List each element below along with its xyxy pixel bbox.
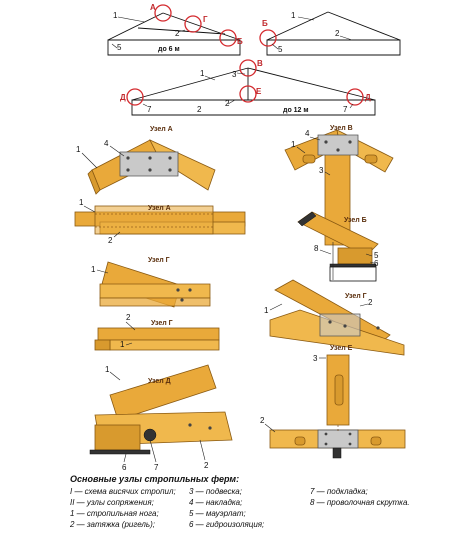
scheme-3-label-7-left: 7 (147, 105, 152, 114)
node-e-label-3: 3 (313, 354, 318, 363)
scheme-3-label-d-right: Д (365, 93, 371, 102)
scheme-1-node-g (184, 15, 202, 33)
node-d-label-6: 6 (122, 463, 127, 472)
node-g-flat: 2 1 Узел Г (94, 313, 220, 351)
scheme-3-label-v: В (257, 59, 263, 68)
legend: Основные узлы стропильных ферм: I — схем… (69, 474, 410, 529)
scheme-1-node-a (154, 4, 172, 22)
node-d-label-2: 2 (204, 461, 209, 470)
node-a-title: Узел А (150, 126, 173, 133)
scheme-2-label-2: 2 (335, 29, 340, 38)
scheme-1: 1 2 5 А Г Б до 6 м (107, 3, 243, 56)
scheme-3-rafter-left (131, 67, 249, 101)
scheme-3: 1 2 3 7 2 В Е Д Д 7 до 12 м (120, 59, 376, 116)
legend-col2-item-1: 3 — подвеска; (189, 487, 242, 496)
node-e-label-2: 2 (260, 416, 265, 425)
scheme-3-label-e: Е (256, 87, 262, 96)
scheme-1-rafter-left (107, 12, 164, 41)
node-v-overlay-plate (317, 134, 359, 156)
legend-col3-item-1: 7 — подкладка; (310, 487, 368, 496)
node-d-title: Узел Д (148, 378, 171, 385)
scheme-3-node-d-right (346, 88, 364, 106)
legend-col3-item-2: 8 — проволочная скрутка. (310, 498, 410, 507)
scheme-2-wall (266, 39, 401, 56)
node-a-flat: 1 2 Узел А (74, 198, 246, 245)
scheme-2-rafter-left (266, 11, 329, 41)
scheme-3-label-3: 3 (232, 70, 237, 79)
scheme-1-label-b: Б (237, 37, 243, 46)
scheme-1-node-b (219, 29, 237, 47)
scheme-2-label-5: 5 (278, 45, 283, 54)
node-g-right-label-2: 2 (368, 298, 373, 307)
scheme-3-node-v (239, 59, 257, 77)
scheme-3-span: до 12 м (283, 107, 309, 114)
scheme-1-label-a: А (150, 3, 156, 12)
node-v-label-3: 3 (319, 166, 324, 175)
node-a-label-4: 4 (104, 139, 109, 148)
scheme-1-span: до 6 м (158, 46, 180, 53)
node-g-right-title: Узел Г (345, 293, 367, 300)
scheme-2: 1 2 5 Б (259, 11, 401, 56)
scheme-1-wall (107, 39, 241, 56)
scheme-1-label-g: Г (203, 15, 208, 24)
scheme-1-rafter-right (162, 12, 241, 41)
legend-col1-item-3: 1 — стропильная нога; (70, 509, 159, 518)
scheme-3-node-d-left (126, 88, 144, 106)
scheme-3-wall (131, 99, 376, 116)
node-v-label-4: 4 (305, 129, 310, 138)
node-a-overlay-plate (119, 151, 179, 177)
scheme-3-label-1: 1 (200, 69, 205, 78)
scheme-3-label-d-left: Д (120, 93, 126, 102)
legend-col1-item-4: 2 — затяжка (ригель); (69, 520, 155, 529)
node-d-label-1: 1 (105, 365, 110, 374)
node-a-flat-label-1: 1 (79, 198, 84, 207)
scheme-1-label-5: 5 (117, 43, 122, 52)
node-g-flat-label-1: 1 (120, 340, 125, 349)
node-a-flat-title: Узел А (148, 205, 171, 212)
scheme-2-node-b (259, 29, 277, 47)
node-g-right: 1 2 Узел Г (264, 279, 405, 356)
legend-col1-item-1: I — схема висячих стропил; (70, 487, 176, 496)
node-b-eave: 8 5 6 Узел Б (297, 211, 379, 282)
scheme-2-label-1: 1 (291, 11, 296, 20)
node-g-label-1: 1 (91, 265, 96, 274)
node-e: 3 2 Узел Е (260, 345, 406, 459)
node-b-title: Узел Б (344, 217, 367, 224)
legend-col1-item-2: II — узлы сопряжения; (70, 498, 154, 507)
node-a-flat-label-2: 2 (108, 236, 113, 245)
node-b-label-8: 8 (314, 244, 319, 253)
scheme-1-label-1: 1 (113, 11, 118, 20)
scheme-3-node-e (239, 85, 257, 103)
scheme-1-label-2: 2 (175, 29, 180, 38)
legend-col2-item-2: 4 — накладка; (189, 498, 242, 507)
node-b-label-6: 6 (374, 259, 379, 268)
node-v-label-1: 1 (291, 140, 296, 149)
node-e-title: Узел Е (330, 345, 353, 352)
node-g-flat-label-2: 2 (126, 313, 131, 322)
node-e-plate (317, 429, 359, 449)
node-g-flat-title: Узел Г (151, 320, 173, 327)
node-g-perspective: 1 Узел Г (91, 257, 211, 308)
node-a-ridge: 1 4 Узел А (76, 126, 216, 195)
scheme-2-rafter-right (327, 11, 401, 41)
node-b-label-5: 5 (374, 251, 379, 260)
node-a-label-1: 1 (76, 145, 81, 154)
scheme-2-label-b: Б (262, 19, 268, 28)
legend-title: Основные узлы стропильных ферм: (70, 474, 239, 484)
scheme-3-label-2-right: 2 (197, 105, 202, 114)
node-d: 1 6 7 2 Узел Д (89, 364, 233, 472)
node-d-label-7: 7 (154, 463, 159, 472)
scheme-3-label-2: 2 (225, 99, 230, 108)
legend-col2-item-4: 6 — гидроизоляция; (189, 520, 264, 529)
legend-col2-item-3: 5 — мауэрлат; (189, 509, 246, 518)
scheme-3-label-7-right: 7 (343, 105, 348, 114)
node-v-title: Узел В (330, 125, 353, 132)
scheme-3-rafter-right (247, 67, 376, 101)
node-g-title: Узел Г (148, 257, 170, 264)
node-g-right-label-1: 1 (264, 306, 269, 315)
